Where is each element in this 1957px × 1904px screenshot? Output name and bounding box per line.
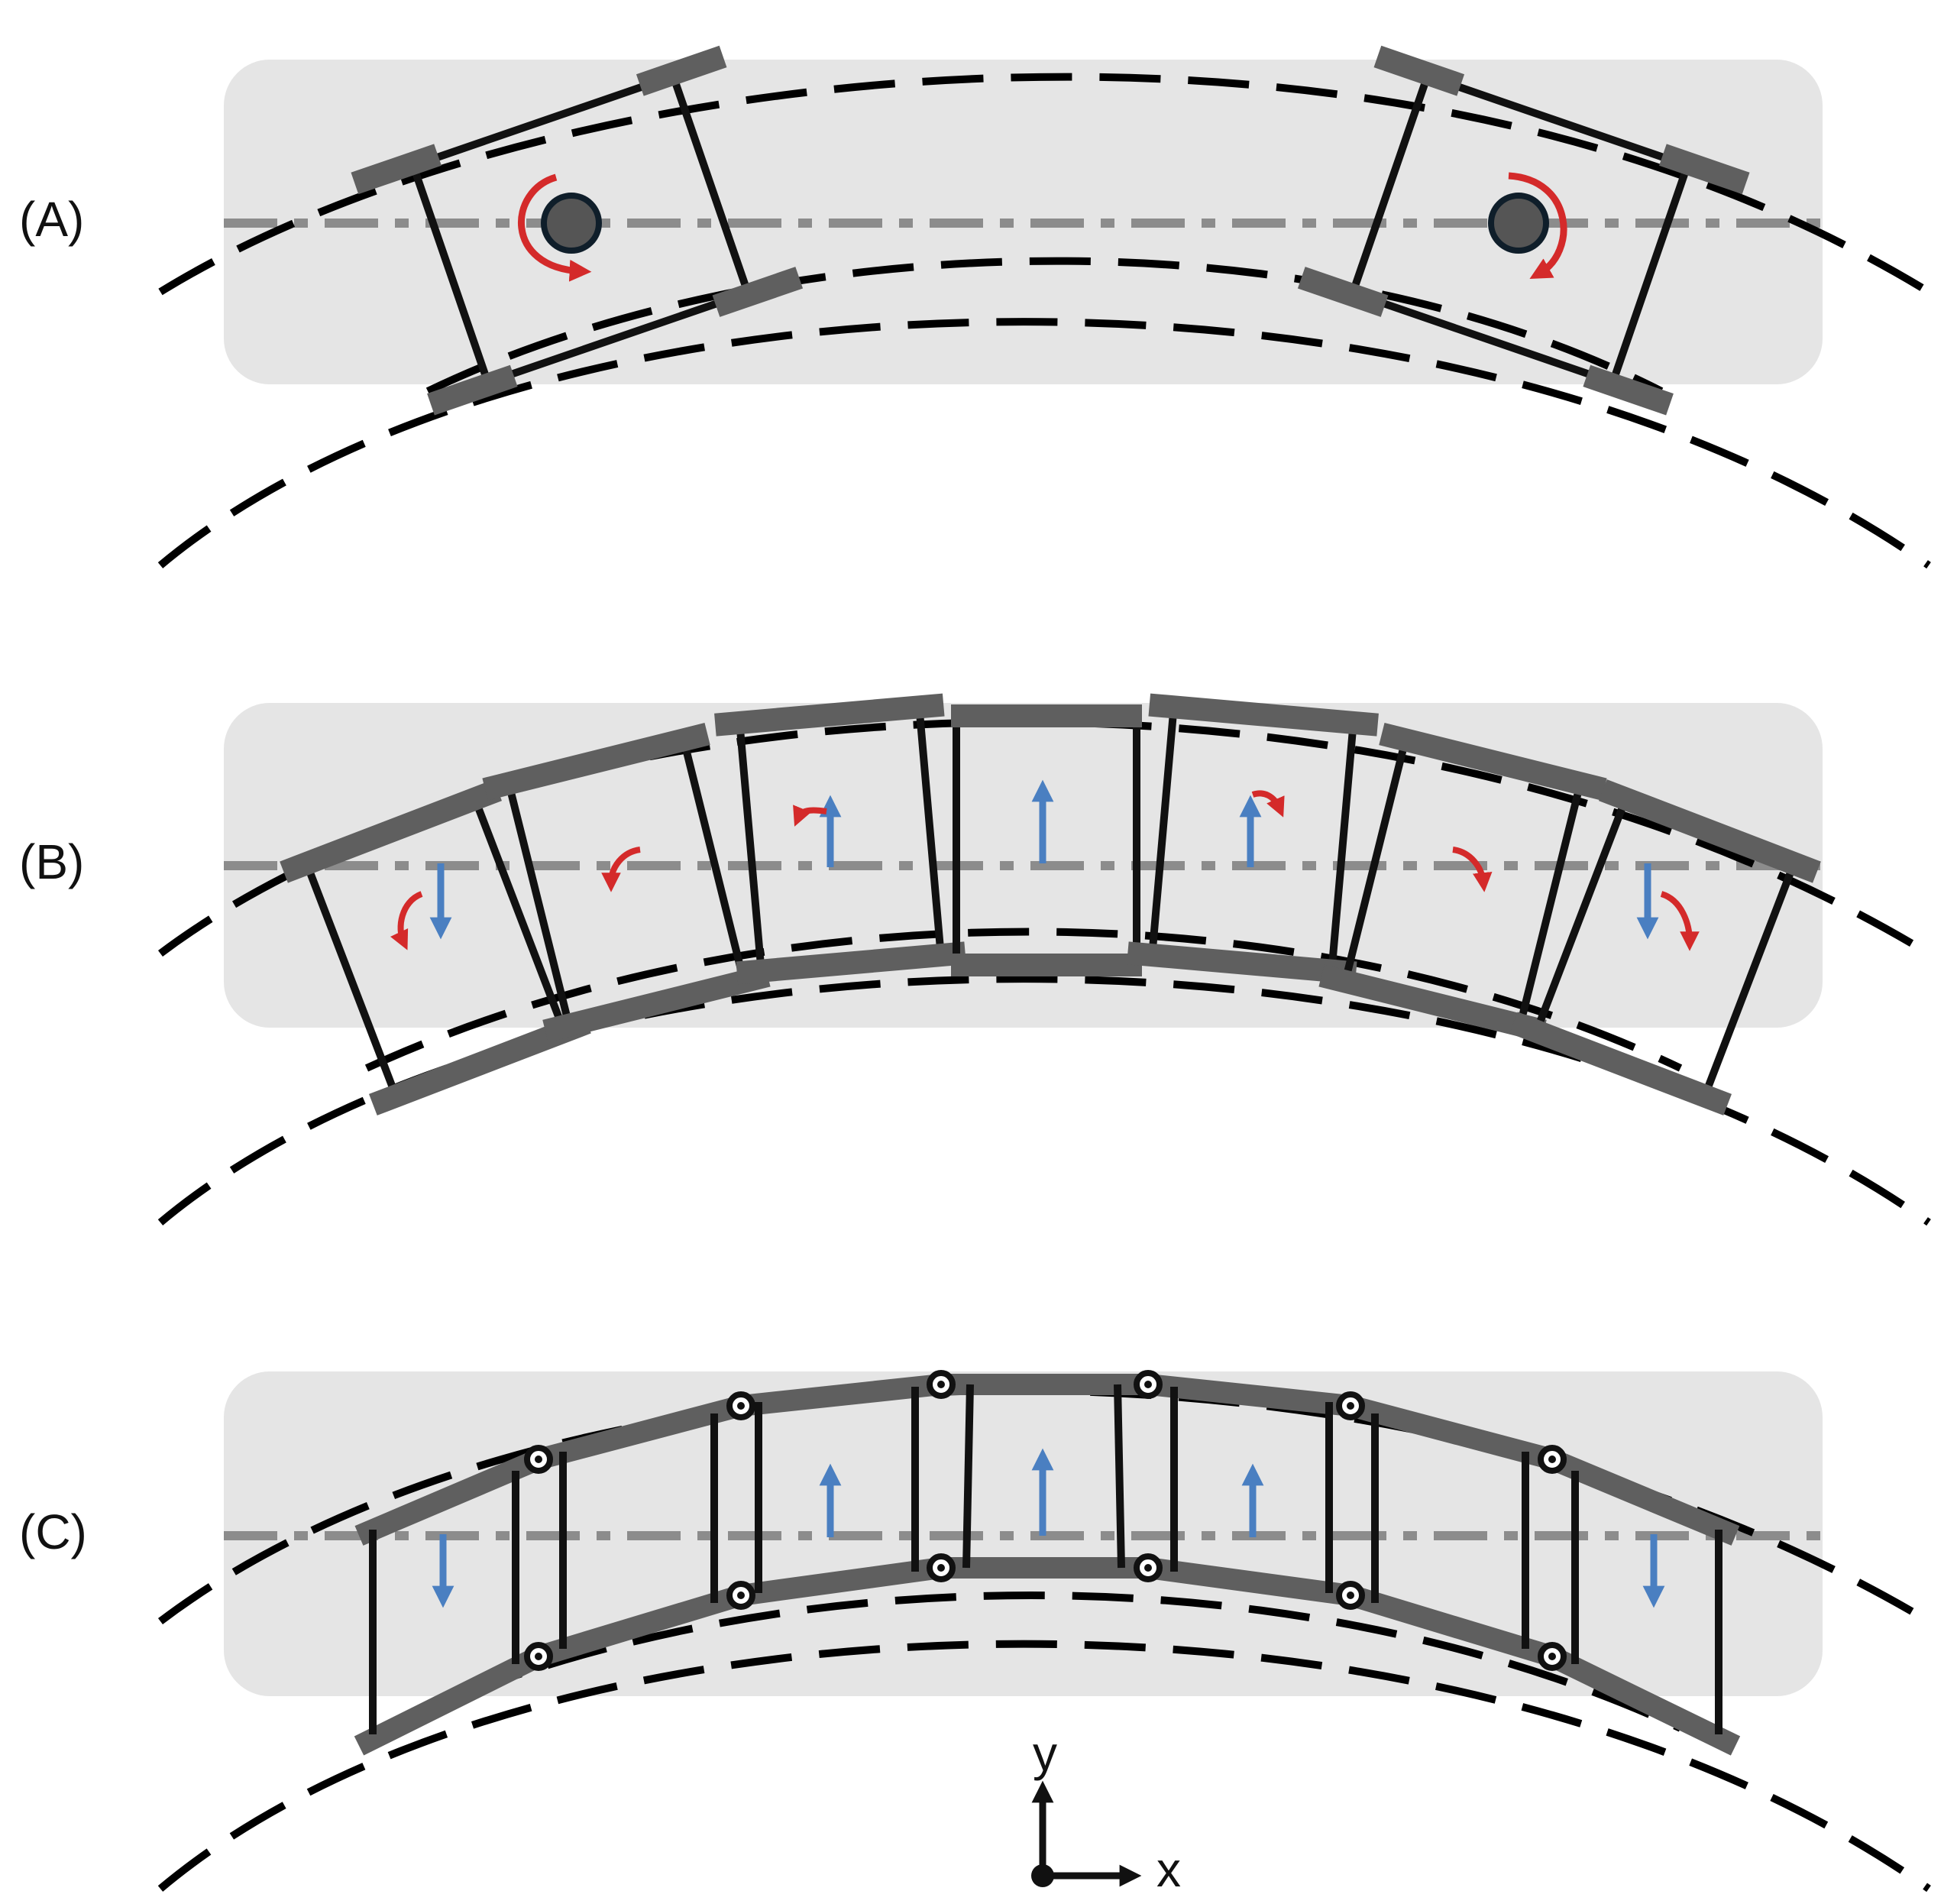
panel-c: (C)	[19, 1370, 1931, 1893]
pivot-joint	[541, 193, 602, 254]
rotation-arrow	[1508, 172, 1567, 280]
y-axis-label: y	[1033, 1726, 1057, 1781]
rotation-arrow	[390, 891, 423, 950]
panel-c-label: (C)	[19, 1504, 87, 1559]
rotation-arrow	[1251, 790, 1285, 818]
panel-b-label: (B)	[19, 834, 84, 889]
vehicle-frame	[1347, 71, 1693, 387]
wheel-pad	[1659, 144, 1750, 195]
vehicle-segment	[951, 704, 1142, 976]
panel-b: (B)	[19, 693, 1931, 1226]
vehicle-segment	[1509, 779, 1821, 1116]
x-axis-label: x	[1156, 1842, 1181, 1897]
vehicle-segment	[1127, 693, 1379, 985]
vehicle-segment	[280, 779, 591, 1116]
panel-b-background	[224, 703, 1823, 1028]
panel-a-inner-track-upper	[425, 257, 1664, 395]
bottom-pad-chain	[354, 1557, 1741, 1756]
origin-dot	[1031, 1864, 1054, 1887]
hinge-joint-centers	[535, 1381, 1556, 1660]
wheel-pad	[351, 144, 442, 195]
vehicle-segment	[714, 693, 966, 985]
panel-a-outer-track-lower	[157, 318, 1931, 569]
panel-a: (A)	[19, 45, 1931, 569]
panel-a-vehicle-left	[351, 45, 804, 416]
panel-b-outer-track-lower	[157, 975, 1931, 1226]
panel-c-outer-track-lower	[157, 1640, 1931, 1893]
wheel-pad	[636, 45, 727, 96]
wheel-pad	[427, 364, 518, 416]
coordinate-axes: y x	[1031, 1726, 1181, 1897]
pivot-joint	[1488, 193, 1549, 254]
wheel-pad	[1373, 45, 1465, 96]
rotation-arrow	[601, 847, 641, 892]
panel-a-outer-track-upper	[158, 73, 1931, 296]
rotation-arrow	[1452, 847, 1493, 892]
vehicle-frame	[408, 71, 753, 387]
wheel-pad	[1297, 267, 1389, 317]
wheel-pad	[1583, 364, 1674, 416]
panel-c-inner-track-upper	[380, 1592, 1683, 1732]
rotation-arrow	[1660, 891, 1700, 951]
rotation-arrow	[793, 805, 827, 827]
rotation-arrow	[517, 173, 592, 282]
frame-members	[369, 1384, 1722, 1734]
vehicle-segment	[482, 722, 771, 1043]
vehicle-segment	[1318, 722, 1607, 1043]
panel-a-label: (A)	[19, 192, 84, 247]
panel-a-vehicle-right	[1297, 45, 1750, 416]
top-pad-chain	[354, 1374, 1740, 1546]
wheel-pad	[712, 267, 804, 317]
